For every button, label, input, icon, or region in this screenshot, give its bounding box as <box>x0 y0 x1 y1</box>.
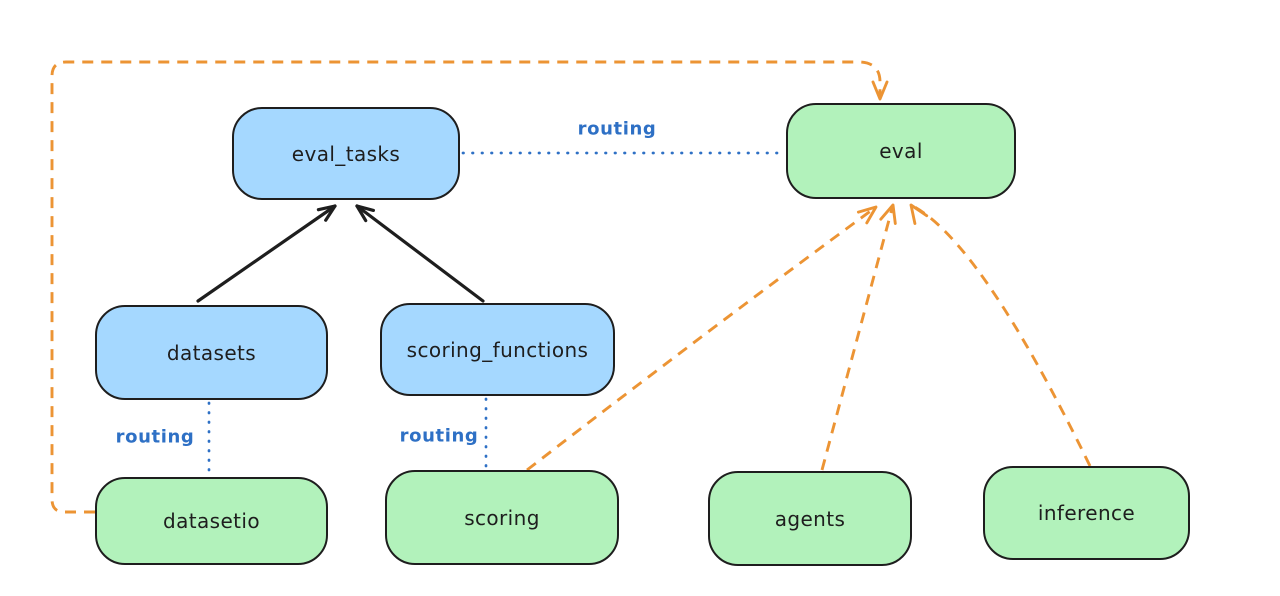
edge-datasets-to-eval_tasks-arrowhead <box>316 204 337 222</box>
edge-datasetio-to-eval-dashed <box>50 60 889 514</box>
node-datasets-label: datasets <box>166 340 257 365</box>
node-datasetio: datasetio <box>95 477 328 565</box>
edge-scoring-to-eval-dashed <box>526 205 878 472</box>
node-scoring-label: scoring <box>464 505 540 530</box>
edge-inference-to-eval-dashed-arrowhead <box>909 203 929 225</box>
edge-scoring-to-eval-dashed-line <box>526 205 877 472</box>
edge-scoring-to-eval-dashed-arrowhead <box>856 205 878 225</box>
edge-label-routing-scoring: routing <box>399 425 479 447</box>
edge-datasets-to-eval_tasks <box>196 204 337 303</box>
edge-agents-to-eval-dashed-line <box>820 204 895 471</box>
edge-scoring_functions-to-eval_tasks-arrowhead <box>355 204 375 223</box>
node-inference: inference <box>983 466 1190 560</box>
node-eval_tasks: eval_tasks <box>232 107 460 200</box>
node-agents-label: agents <box>774 506 846 531</box>
node-agents: agents <box>708 471 912 566</box>
edge-inference-to-eval-dashed <box>909 203 1092 467</box>
edge-datasetio-to-eval-dashed-line <box>50 60 882 514</box>
node-scoring_functions: scoring_functions <box>380 303 615 396</box>
node-eval: eval <box>786 103 1016 199</box>
node-eval-label: eval <box>879 139 923 163</box>
node-scoring: scoring <box>385 470 619 565</box>
edge-datasets-to-eval_tasks-line <box>196 204 337 303</box>
edge-inference-to-eval-dashed-line <box>910 203 1092 467</box>
edge-agents-to-eval-dashed <box>820 203 897 471</box>
edge-scoring_functions-to-eval_tasks <box>355 204 485 303</box>
edge-label-routing-eval: routing <box>577 118 657 140</box>
node-eval_tasks-label: eval_tasks <box>291 141 401 166</box>
node-datasets: datasets <box>95 305 328 400</box>
node-scoring_functions-label: scoring_functions <box>406 337 589 362</box>
edge-agents-to-eval-dashed-arrowhead <box>879 203 897 225</box>
node-inference-label: inference <box>1037 501 1136 525</box>
edge-label-routing-datasetio: routing <box>115 426 195 448</box>
edge-scoring_functions-to-eval_tasks-line <box>355 204 485 303</box>
edge-datasetio-to-eval-dashed-arrowhead <box>871 80 889 101</box>
node-datasetio-label: datasetio <box>162 509 260 533</box>
